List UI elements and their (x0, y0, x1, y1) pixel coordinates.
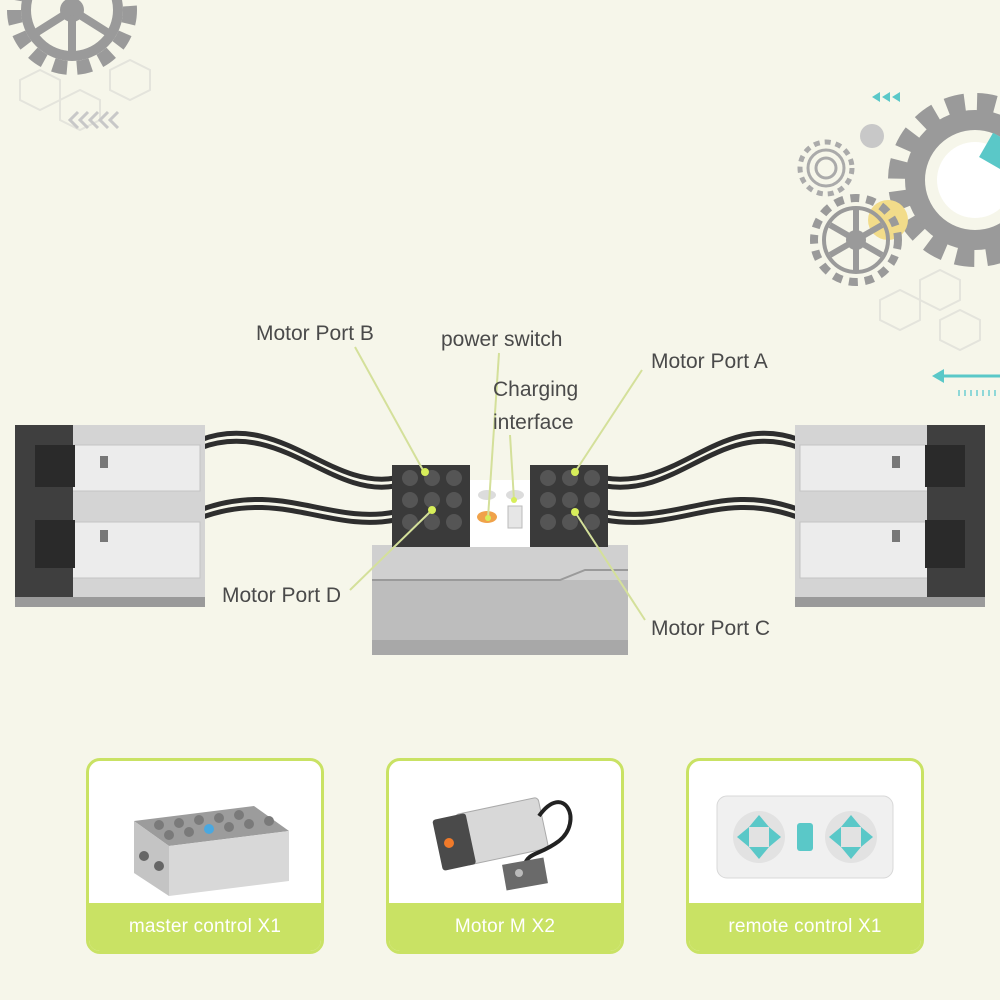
component-label: remote control X1 (689, 903, 921, 951)
label-motor-port-d: Motor Port D (222, 584, 342, 607)
component-card-remote-control: remote control X1 (686, 758, 924, 954)
motor-left-bottom (15, 505, 205, 607)
chevrons-icon (67, 110, 120, 130)
leader-lines (349, 346, 646, 621)
small-gear-icon (797, 139, 855, 197)
hexagon-pattern-icon (879, 268, 981, 352)
label-charging-interface-line-1: Charging (493, 378, 579, 401)
label-charging-interface-line-2: interface (493, 411, 574, 434)
gear-icon (7, 0, 137, 75)
left-dpad-icon (733, 811, 785, 863)
large-gear-icon (888, 93, 1000, 267)
hub-assembly (15, 346, 985, 655)
component-card-motor-m: Motor M X2 (386, 758, 624, 954)
motor-right-bottom (795, 505, 985, 607)
label-motor-port-a: Motor Port A (651, 350, 768, 373)
hub-top (392, 465, 608, 547)
medium-gear-icon (810, 194, 902, 286)
component-card-master-control: master control X1 (86, 758, 324, 954)
port-markers (421, 468, 579, 521)
remote-control-icon (716, 795, 894, 879)
label-motor-port-b: Motor Port B (256, 322, 374, 345)
component-label: Motor M X2 (389, 903, 621, 951)
right-dpad-icon (825, 811, 877, 863)
hub-body (372, 545, 628, 655)
component-label: master control X1 (89, 903, 321, 951)
master-control-hub-icon (134, 806, 289, 896)
motor-m-icon (432, 797, 573, 891)
motor-cables (199, 430, 801, 525)
label-power-switch: power switch (441, 328, 563, 351)
status-led-icon (204, 824, 214, 834)
teal-arrow-icon (932, 369, 1000, 396)
grey-dot-icon (860, 124, 884, 148)
label-motor-port-c: Motor Port C (651, 617, 771, 640)
motor-right-top (795, 425, 985, 507)
motor-left-top (15, 425, 205, 507)
teal-arrows-icon (872, 92, 900, 102)
center-switch-icon (797, 823, 813, 851)
charging-port-icon (506, 490, 524, 529)
